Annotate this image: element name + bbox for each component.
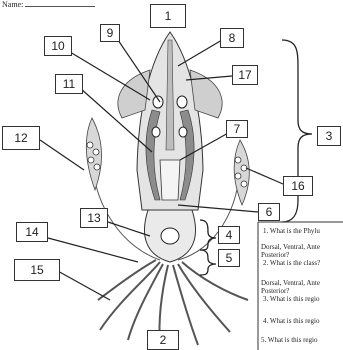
question-1: 1. What is the Phylu <box>263 227 320 235</box>
label-box-2: 2 <box>147 330 179 350</box>
question-2-option-line-2: Posterior? <box>261 287 289 295</box>
label-box-9: 9 <box>100 24 120 42</box>
label-box-8: 8 <box>220 28 244 48</box>
question-5: 5. What is this regio <box>261 336 317 344</box>
label-box-3: 3 <box>317 126 341 146</box>
label-box-10: 10 <box>44 36 72 56</box>
label-box-14: 14 <box>16 222 48 242</box>
questions-panel: 1. What is the Phylu Dorsal, Ventral, An… <box>261 224 343 350</box>
label-box-5: 5 <box>218 249 240 267</box>
region-brace-5 <box>200 250 216 275</box>
region-brace-4 <box>200 220 216 250</box>
eye <box>161 228 179 244</box>
label-box-1: 1 <box>150 4 186 28</box>
gonad-left <box>152 127 160 137</box>
question-1-option-line-2: Posterior? <box>261 251 289 259</box>
heart-organ-left <box>153 96 163 108</box>
question-1-option-line: Dorsal, Ventral, Ante <box>261 243 320 251</box>
label-box-16: 16 <box>283 176 313 196</box>
label-box-17: 17 <box>232 65 258 85</box>
question-2: 2. What is the class? <box>263 259 320 267</box>
question-4: 4. What is this regio <box>263 317 319 325</box>
label-box-4: 4 <box>218 226 240 244</box>
label-box-13: 13 <box>80 208 108 228</box>
label-box-12: 12 <box>2 126 40 150</box>
label-box-15: 15 <box>14 259 60 281</box>
question-2-option-line: Dorsal, Ventral, Ante <box>261 279 320 287</box>
gonad-right <box>179 127 187 137</box>
question-3: 3. What is this regio <box>263 295 319 303</box>
label-box-11: 11 <box>55 74 83 94</box>
funnel <box>160 160 180 200</box>
tentacle-club-right <box>234 140 249 205</box>
label-box-7: 7 <box>226 120 248 138</box>
label-box-6: 6 <box>258 203 280 221</box>
heart-organ-right <box>177 96 187 108</box>
